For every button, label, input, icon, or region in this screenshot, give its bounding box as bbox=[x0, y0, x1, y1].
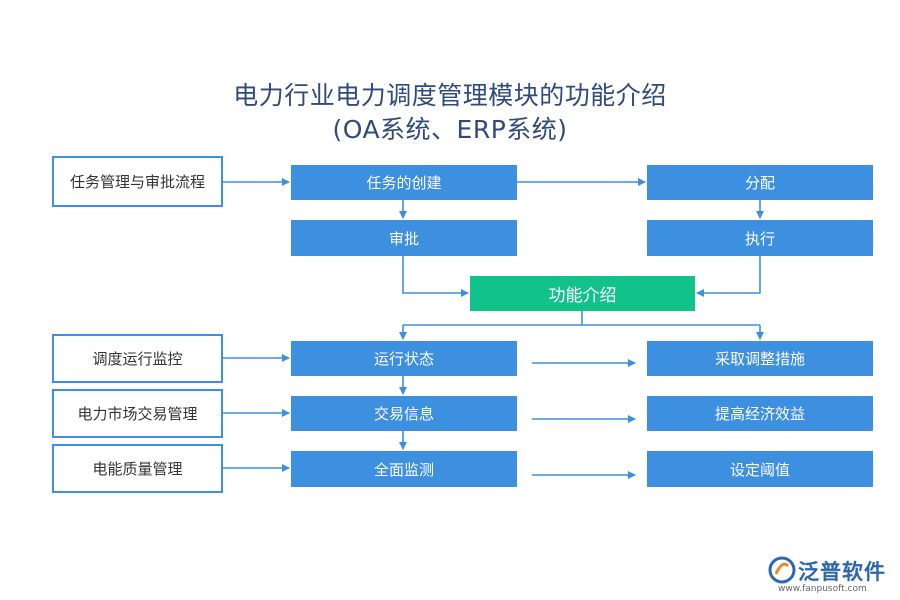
box-assign: 分配 bbox=[647, 165, 873, 200]
box-economic-benefit: 提高经济效益 bbox=[647, 396, 873, 431]
box-dispatch-monitor: 调度运行监控 bbox=[52, 334, 223, 383]
logo-url: www.fanpusoft.com bbox=[778, 584, 867, 594]
diagram-title: 电力行业电力调度管理模块的功能介绍 bbox=[233, 81, 667, 110]
box-task-create: 任务的创建 bbox=[291, 165, 517, 200]
box-function-intro: 功能介绍 bbox=[470, 276, 695, 311]
logo-icon bbox=[768, 556, 796, 584]
arrow-execute-to-center bbox=[696, 256, 761, 297]
box-approve: 审批 bbox=[291, 220, 517, 256]
box-set-threshold: 设定阈值 bbox=[647, 451, 873, 487]
fanpu-logo: 泛普软件 www.fanpusoft.com bbox=[768, 554, 893, 594]
box-adjust-measures: 采取调整措施 bbox=[647, 341, 873, 376]
box-trade-info: 交易信息 bbox=[291, 396, 517, 431]
diagram-subtitle: (OA系统、ERP系统) bbox=[332, 115, 568, 144]
box-market-trading: 电力市场交易管理 bbox=[52, 389, 223, 438]
box-execute: 执行 bbox=[647, 220, 873, 256]
arrow-approve-to-center bbox=[402, 256, 469, 297]
box-full-monitor: 全面监测 bbox=[291, 451, 517, 487]
box-task-approval-process: 任务管理与审批流程 bbox=[52, 156, 223, 207]
box-run-status: 运行状态 bbox=[291, 341, 517, 376]
logo-name: 泛普软件 bbox=[798, 560, 886, 584]
box-power-quality: 电能质量管理 bbox=[52, 444, 223, 493]
